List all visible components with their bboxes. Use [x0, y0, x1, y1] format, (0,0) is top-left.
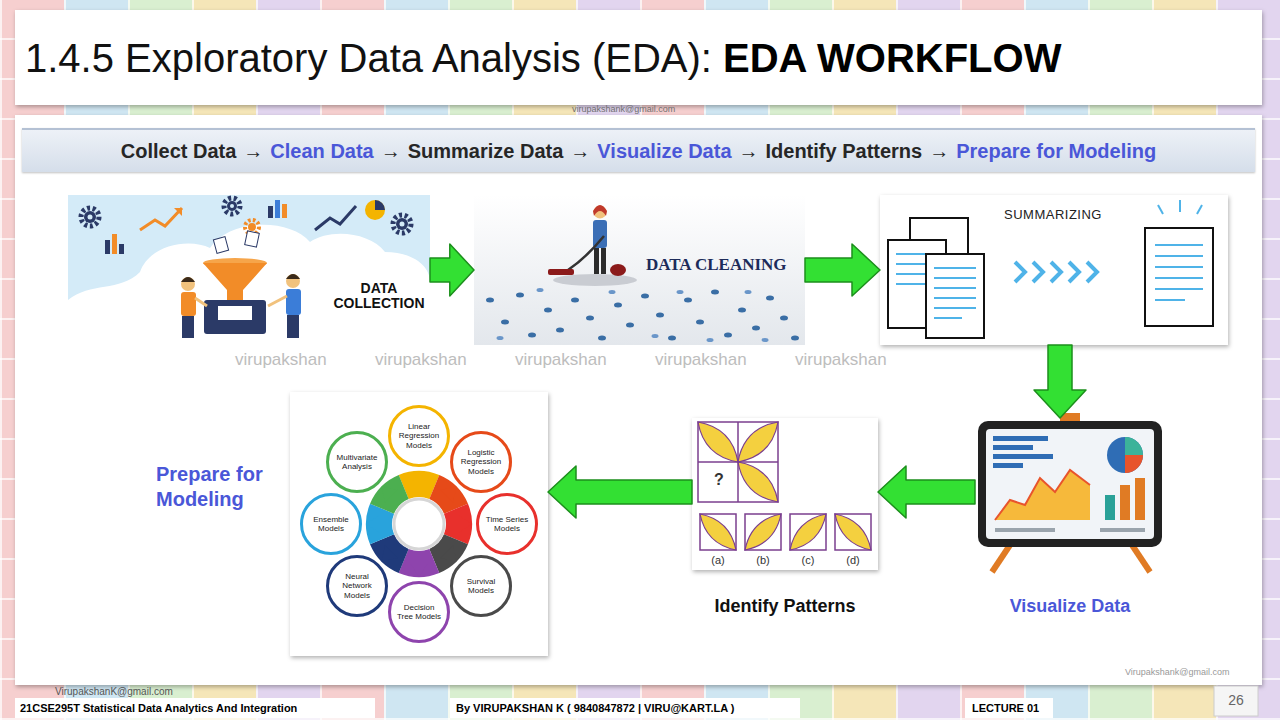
model-circle: Neural Network Models	[326, 555, 388, 617]
band-step: Identify Patterns	[766, 140, 923, 163]
model-circle: Linear Regression Models	[388, 405, 450, 467]
panel-caption: DATA CLEANING	[646, 255, 787, 275]
visualize-illustration	[978, 413, 1162, 572]
model-name: Linear Regression Models	[396, 422, 442, 450]
model-circle: Logistic Regression Models	[450, 431, 512, 493]
band-arrow: →	[243, 140, 263, 163]
band-arrow: →	[929, 140, 949, 163]
model-name: Survival Models	[458, 577, 504, 595]
summarizing-illustration	[880, 195, 1228, 345]
slide-frames	[15, 10, 1262, 718]
band-step: Prepare for Modeling	[956, 140, 1156, 163]
band-step: Collect Data	[121, 140, 237, 163]
panel-caption: SUMMARIZING	[1004, 207, 1102, 223]
model-circle: Ensemble Models	[300, 493, 362, 555]
option-label: (b)	[745, 554, 781, 566]
flow-arrow	[1034, 345, 1086, 418]
model-name: Neural Network Models	[334, 572, 380, 600]
patterns-panel: Identify Patterns? (a) (b) (c) (d)	[692, 418, 878, 620]
model-name: Logistic Regression Models	[458, 448, 504, 476]
band-step: Summarize Data	[408, 140, 564, 163]
email-watermark: Virupakshank@gmail.com	[1125, 668, 1230, 678]
panel-caption: DATA COLLECTION	[332, 281, 426, 312]
option-label: (c)	[790, 554, 826, 566]
summarizing-panel: SUMMARIZING	[880, 195, 1228, 345]
name-watermark: virupakshan	[655, 350, 747, 370]
model-circle: Time Series Models	[476, 493, 538, 555]
data-collection-illustration	[68, 195, 430, 345]
page-number: 26	[1216, 692, 1256, 709]
flow-arrow	[878, 466, 975, 518]
name-watermark: virupakshan	[795, 350, 887, 370]
cleaning-panel: DATA CLEANING	[474, 195, 805, 345]
model-name: Ensemble Models	[308, 515, 354, 533]
visualize-panel: Visualize Data	[975, 418, 1165, 620]
course-footer: 21CSE295T Statistical Data Analytics And…	[20, 701, 297, 715]
step-label: Identify Patterns	[692, 596, 878, 618]
puzzle-mark: ?	[711, 471, 727, 489]
band-step: Clean Data	[270, 140, 373, 163]
workflow-band: Collect Data → Clean Data → Summarize Data → V…	[22, 128, 1255, 172]
email-watermark: VirupakshanK@gmail.com	[55, 686, 173, 697]
flow-arrow	[805, 244, 880, 296]
email-watermark: virupakshank@gmail.com	[572, 105, 675, 114]
flow-arrow	[548, 466, 692, 518]
author-footer: By VIRUPAKSHAN K ( 9840847872 | VIRU@KAR…	[456, 701, 735, 715]
band-arrow: →	[381, 140, 401, 163]
flow-arrow	[430, 244, 474, 296]
model-circle: Survival Models	[450, 555, 512, 617]
option-label: (a)	[700, 554, 736, 566]
model-name: Time Series Models	[484, 515, 530, 533]
data-cleaning-illustration	[474, 195, 805, 345]
band-step: Visualize Data	[597, 140, 731, 163]
patterns-illustration	[692, 418, 878, 570]
lecture-footer: LECTURE 01	[972, 701, 1039, 715]
modeling-illustration	[290, 392, 548, 656]
band-arrow: →	[570, 140, 590, 163]
slide-title: 1.4.5 Exploratory Data Analysis (EDA):	[25, 34, 712, 82]
option-label: (d)	[835, 554, 871, 566]
band-arrow: →	[739, 140, 759, 163]
step-label: Prepare for Modeling	[156, 462, 281, 512]
name-watermark: virupakshan	[375, 350, 467, 370]
title-bar: 1.4.5 Exploratory Data Analysis (EDA):ED…	[25, 30, 1061, 86]
title-emphasis: EDA WORKFLOW	[723, 34, 1061, 82]
model-circle: Decision Tree Models	[388, 581, 450, 643]
collection-panel: DATA COLLECTION	[68, 195, 430, 345]
modeling-panel: Linear Regression ModelsLogistic Regress…	[150, 392, 548, 656]
name-watermark: virupakshan	[235, 350, 327, 370]
model-name: Multivariate Analysis	[334, 453, 380, 471]
model-circle: Multivariate Analysis	[326, 431, 388, 493]
model-name: Decision Tree Models	[396, 603, 442, 621]
name-watermark: virupakshan	[515, 350, 607, 370]
step-label: Visualize Data	[975, 596, 1165, 618]
